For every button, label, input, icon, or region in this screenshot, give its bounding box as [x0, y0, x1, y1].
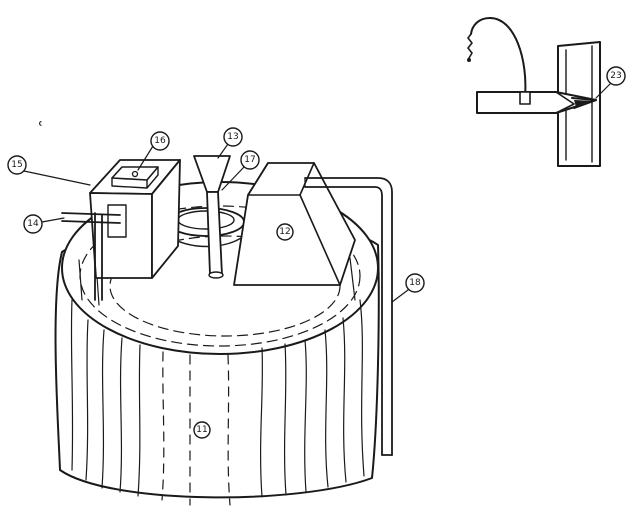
bark-texture: [70, 257, 365, 498]
callouts: 15 16 13 17 14 18: [7, 127, 425, 303]
callout-18-label: 18: [409, 278, 421, 288]
rod-14: [61, 212, 121, 301]
callout-12-label: 12: [279, 227, 290, 237]
callout-13-label: 13: [227, 132, 238, 142]
callout-14-label: 14: [27, 219, 39, 229]
callout-11-label: 11: [196, 425, 207, 435]
box-15: [89, 159, 181, 279]
funnel-13: [193, 155, 231, 279]
callout-16-label: 16: [154, 136, 166, 146]
pipe-18: [304, 177, 393, 456]
inset-detail: 23: [467, 17, 626, 167]
callout-23-label: 23: [610, 71, 621, 81]
stray-mark: ʿ: [38, 119, 44, 140]
block-12: 12: [233, 162, 356, 286]
callout-17-label: 17: [244, 155, 255, 165]
callout-15-label: 15: [11, 160, 22, 170]
